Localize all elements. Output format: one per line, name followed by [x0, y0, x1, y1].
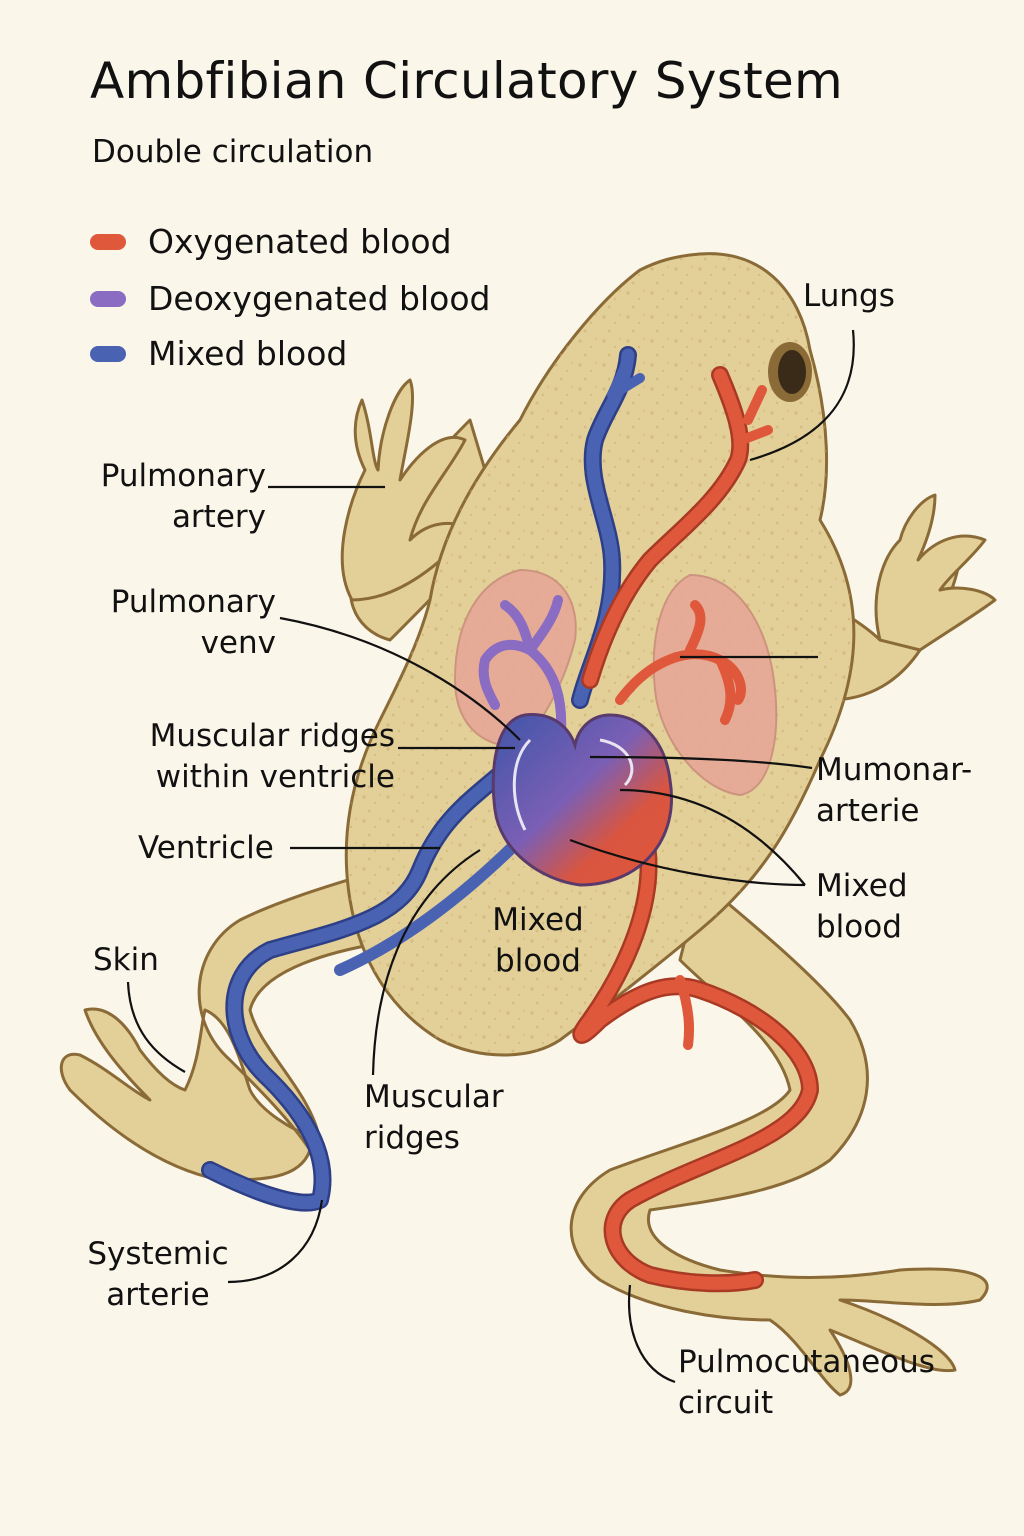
label-mumonar-arterie: Mumonar- arterie [816, 752, 973, 829]
label-mixed-blood-right: Mixed blood [816, 868, 908, 945]
lungs [453, 568, 778, 797]
legend-item-oxygenated: Oxygenated blood [90, 222, 452, 261]
label-mixed-blood-center: Mixed blood [492, 902, 584, 979]
label-systemic-arterie: Systemic arterie [87, 1236, 229, 1313]
leader-mixed-blood-right-a [619, 788, 806, 886]
red-vessel [583, 368, 747, 687]
legend-swatch-deoxygenated [90, 290, 126, 307]
label-skin: Skin [93, 942, 159, 978]
leader-skin [126, 981, 186, 1073]
label-pulmocutaneous-circuit: Pulmocutaneous circuit [678, 1344, 935, 1421]
leader-systemic-arterie [227, 1199, 324, 1284]
label-ventricle: Ventricle [138, 830, 274, 866]
label-pulmonary-vein: Pulmonary venv [110, 584, 276, 661]
legend-swatch-mixed [90, 345, 126, 362]
purple-vessel [478, 595, 567, 750]
right-lung [652, 573, 778, 797]
page-subtitle: Double circulation [92, 134, 374, 170]
legend-item-deoxygenated: Deoxygenated blood [90, 279, 490, 318]
leader-mixed-blood-right-b [569, 838, 806, 887]
vessels [201, 346, 819, 1293]
leader-mumonar-arterie [589, 755, 813, 770]
legend-item-mixed: Mixed blood [90, 334, 347, 373]
label-lungs: Lungs [803, 278, 895, 314]
label-pulmonary-artery: Pulmonary artery [100, 458, 266, 535]
leader-pulmocutaneous [628, 1284, 676, 1384]
legend-swatch-oxygenated [90, 233, 126, 250]
leader-lungs [749, 329, 855, 462]
label-muscular-ridges-ventricle: Muscular ridges within ventricle [149, 718, 395, 795]
page-title: Ambfibian Circulatory System [90, 52, 844, 110]
leader-pulmonary-vein [279, 616, 521, 741]
front-right-hand [874, 493, 997, 652]
red-leg-vessel [574, 793, 817, 1290]
label-muscular-ridges: Muscular ridges [364, 1079, 504, 1156]
legend-label-oxygenated: Oxygenated blood [148, 222, 452, 261]
blue-leg-vessel [203, 763, 512, 1210]
leader-muscular-ridges [371, 849, 481, 1076]
ventricle-ridges [512, 738, 634, 831]
leader-lines [126, 329, 855, 1384]
legend-label-mixed: Mixed blood [148, 334, 348, 373]
red-lung-branch [615, 600, 746, 725]
eye [768, 342, 812, 402]
legend-label-deoxygenated: Deoxygenated blood [148, 279, 491, 318]
